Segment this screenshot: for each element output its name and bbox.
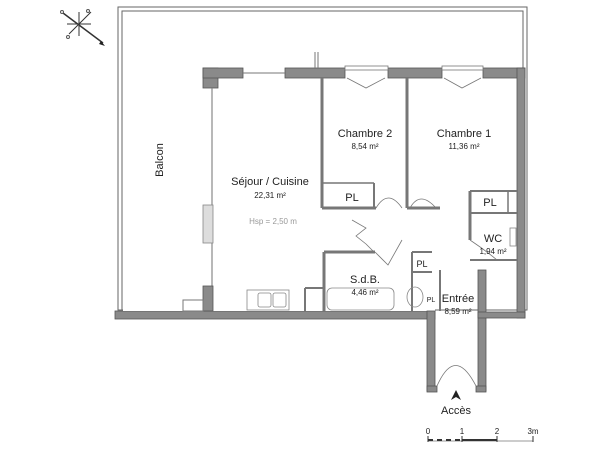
room-wc-area: 1,94 m²	[479, 247, 506, 256]
room-entree-area: 8,59 m²	[444, 307, 471, 316]
room-chambre1-area: 11,36 m²	[449, 142, 480, 151]
closet-label-3: PL	[416, 259, 427, 269]
closet-label-1: PL	[345, 192, 358, 204]
room-sdb-area: 4,46 m²	[351, 288, 378, 297]
room-sejour-area: 22,31 m²	[254, 191, 286, 200]
wall-bottom	[114, 310, 436, 320]
closet-label-4: PL	[427, 297, 436, 304]
room-entree-label: Entrée	[442, 293, 474, 305]
room-sdb-label: S.d.B.	[350, 274, 380, 286]
scale-tick-0: 0	[426, 427, 431, 436]
interior-walls	[304, 78, 517, 311]
doors	[351, 197, 498, 387]
room-chambre1-label: Chambre 1	[437, 128, 491, 140]
room-chambre2-area: 8,54 m²	[351, 142, 378, 151]
ceiling-height-label: Hsp = 2,50 m	[249, 217, 297, 226]
scale-bar: 0 1 2 3m	[426, 427, 539, 442]
room-chambre2-label: Chambre 2	[338, 128, 392, 140]
scale-tick-1: 1	[460, 427, 465, 436]
room-balcon-label: Balcon	[154, 143, 166, 177]
room-sejour-label: Séjour / Cuisine	[231, 176, 309, 188]
windows	[243, 52, 484, 89]
fixtures	[246, 227, 517, 311]
access-label: Accès	[441, 405, 471, 417]
sejour-window-wall	[182, 88, 214, 312]
scale-tick-3: 3m	[527, 427, 538, 436]
room-wc-label: WC	[484, 233, 502, 245]
access-arrow-icon	[451, 390, 461, 400]
scale-tick-2: 2	[495, 427, 500, 436]
entree-walls	[426, 269, 526, 393]
compass-rose-icon	[60, 9, 105, 46]
closet-label-2: PL	[483, 197, 496, 209]
